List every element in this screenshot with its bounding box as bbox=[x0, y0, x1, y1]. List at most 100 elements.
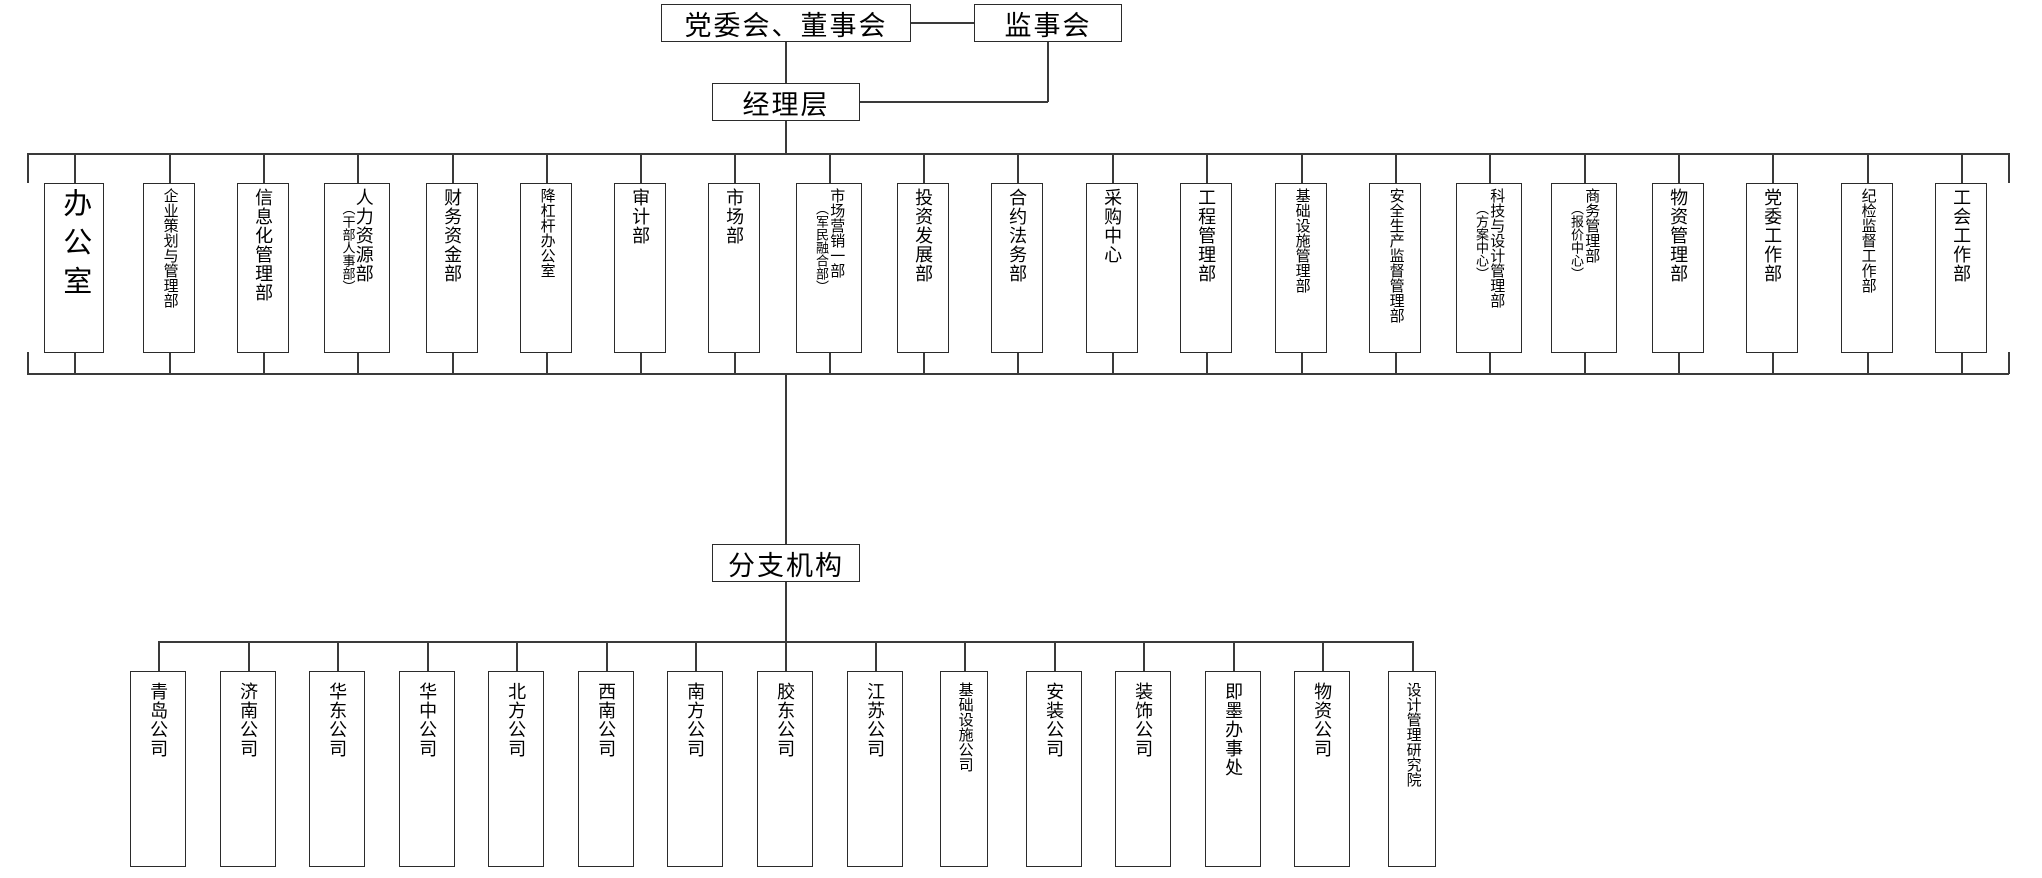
node-department[interactable]: 基础设施管理部 bbox=[1275, 183, 1327, 353]
node-department[interactable]: 工程管理部 bbox=[1180, 183, 1232, 353]
node-department[interactable]: 审计部 bbox=[614, 183, 666, 353]
node-department[interactable]: 党委工作部 bbox=[1746, 183, 1798, 353]
connector-department-stem bbox=[1584, 153, 1586, 183]
connector-branch-stem bbox=[427, 641, 429, 671]
node-branch-label: 基础设施公司 bbox=[956, 682, 973, 772]
connector-department-stem bbox=[1867, 153, 1869, 183]
node-branch[interactable]: 即墨办事处 bbox=[1205, 671, 1261, 867]
connector-department-stem-bottom bbox=[1395, 353, 1397, 373]
connector-department-stem bbox=[1678, 153, 1680, 183]
node-department[interactable]: 企业策划与管理部 bbox=[143, 183, 195, 353]
node-department[interactable]: 市场营销一部（军民融合部） bbox=[796, 183, 862, 353]
node-branch[interactable]: 华中公司 bbox=[399, 671, 455, 867]
node-branch-label: 华中公司 bbox=[417, 682, 438, 758]
node-branch[interactable]: 南方公司 bbox=[667, 671, 723, 867]
node-branch-label: 设计管理研究院 bbox=[1404, 682, 1421, 787]
node-department[interactable]: 人力资源部（干部人事部） bbox=[324, 183, 390, 353]
connector-department-stem-bottom bbox=[1112, 353, 1114, 373]
node-branch[interactable]: 华东公司 bbox=[309, 671, 365, 867]
connector-department-stem bbox=[1112, 153, 1114, 183]
node-department[interactable]: 合约法务部 bbox=[991, 183, 1043, 353]
node-department[interactable]: 采购中心 bbox=[1086, 183, 1138, 353]
connector-department-stem bbox=[1772, 153, 1774, 183]
node-branch-label: 即墨办事处 bbox=[1223, 682, 1244, 777]
connector-department-stem-bottom bbox=[169, 353, 171, 373]
node-department-label: 企业策划与管理部 bbox=[161, 188, 178, 308]
connector-department-stem bbox=[1489, 153, 1491, 183]
connector-department-stem bbox=[263, 153, 265, 183]
node-department-label: 信息化管理部 bbox=[253, 188, 274, 302]
node-department[interactable]: 纪检监督工作部 bbox=[1841, 183, 1893, 353]
node-department[interactable]: 科技与设计管理部（方案中心） bbox=[1456, 183, 1522, 353]
node-department-label: 合约法务部 bbox=[1007, 188, 1028, 283]
node-branch[interactable]: 胶东公司 bbox=[757, 671, 813, 867]
node-department[interactable]: 工会工作部 bbox=[1935, 183, 1987, 353]
node-department-label: 采购中心 bbox=[1102, 188, 1123, 264]
node-department-label: 办公室 bbox=[58, 188, 91, 305]
connector-department-stem-bottom bbox=[1961, 353, 1963, 373]
node-branch-label: 北方公司 bbox=[506, 682, 527, 758]
node-branch-label: 物资公司 bbox=[1312, 682, 1333, 758]
node-branch[interactable]: 安装公司 bbox=[1026, 671, 1082, 867]
node-branch[interactable]: 设计管理研究院 bbox=[1388, 671, 1436, 867]
rail-departments-bottom-left-cap bbox=[27, 352, 29, 374]
connector-management-supervisory-v bbox=[1047, 42, 1049, 102]
node-department-label: 科技与设计管理部 bbox=[1488, 188, 1505, 308]
connector-department-stem bbox=[546, 153, 548, 183]
node-department[interactable]: 降杠杆办公室 bbox=[520, 183, 572, 353]
node-management[interactable]: 经理层 bbox=[712, 83, 860, 121]
node-branch[interactable]: 装饰公司 bbox=[1115, 671, 1171, 867]
connector-branch-stem bbox=[695, 641, 697, 671]
node-department-note: （方案中心） bbox=[1473, 202, 1489, 280]
node-department[interactable]: 市场部 bbox=[708, 183, 760, 353]
node-branch-root[interactable]: 分支机构 bbox=[712, 544, 860, 582]
node-department-label: 商务管理部 bbox=[1583, 188, 1600, 263]
node-branch[interactable]: 青岛公司 bbox=[130, 671, 186, 867]
node-department[interactable]: 信息化管理部 bbox=[237, 183, 289, 353]
connector-branch-stem bbox=[606, 641, 608, 671]
connector-branch-stem bbox=[1412, 641, 1414, 671]
node-branch[interactable]: 西南公司 bbox=[578, 671, 634, 867]
node-department[interactable]: 财务资金部 bbox=[426, 183, 478, 353]
node-department[interactable]: 办公室 bbox=[44, 183, 104, 353]
connector-branch-stem bbox=[1143, 641, 1145, 671]
node-branch-label: 西南公司 bbox=[596, 682, 617, 758]
node-department-label: 安全生产监督管理部 bbox=[1387, 188, 1404, 323]
connector-branchroot-rail bbox=[785, 582, 787, 642]
connector-branch-stem bbox=[1322, 641, 1324, 671]
node-branch-label: 济南公司 bbox=[238, 682, 259, 758]
connector-department-stem-bottom bbox=[546, 353, 548, 373]
node-branch[interactable]: 济南公司 bbox=[220, 671, 276, 867]
connector-management-supervisory-h bbox=[860, 101, 1048, 103]
rail-departments-top-left-cap bbox=[27, 153, 29, 183]
node-branch[interactable]: 北方公司 bbox=[488, 671, 544, 867]
node-department-label: 工程管理部 bbox=[1196, 188, 1217, 283]
connector-department-stem bbox=[640, 153, 642, 183]
connector-department-stem bbox=[357, 153, 359, 183]
connector-department-stem bbox=[1017, 153, 1019, 183]
connector-department-stem bbox=[1961, 153, 1963, 183]
node-branch[interactable]: 江苏公司 bbox=[847, 671, 903, 867]
connector-branch-stem bbox=[964, 641, 966, 671]
connector-department-stem-bottom bbox=[1678, 353, 1680, 373]
node-branch[interactable]: 物资公司 bbox=[1294, 671, 1350, 867]
node-department[interactable]: 安全生产监督管理部 bbox=[1369, 183, 1421, 353]
connector-department-stem-bottom bbox=[263, 353, 265, 373]
node-department-label: 物资管理部 bbox=[1668, 188, 1689, 283]
node-branch[interactable]: 基础设施公司 bbox=[940, 671, 988, 867]
connector-department-stem bbox=[74, 153, 76, 183]
rail-departments-bottom bbox=[27, 373, 2009, 375]
connector-department-stem-bottom bbox=[1867, 353, 1869, 373]
node-department[interactable]: 投资发展部 bbox=[897, 183, 949, 353]
connector-department-stem-bottom bbox=[1017, 353, 1019, 373]
node-department-label: 降杠杆办公室 bbox=[538, 188, 555, 278]
node-supervisory[interactable]: 监事会 bbox=[974, 4, 1122, 42]
connector-department-stem-bottom bbox=[1584, 353, 1586, 373]
connector-department-stem-bottom bbox=[1206, 353, 1208, 373]
node-department[interactable]: 商务管理部（报价中心） bbox=[1551, 183, 1617, 353]
node-department-note: （军民融合部） bbox=[813, 202, 829, 293]
node-board[interactable]: 党委会、董事会 bbox=[661, 4, 911, 42]
node-department[interactable]: 物资管理部 bbox=[1652, 183, 1704, 353]
connector-branch-stem bbox=[248, 641, 250, 671]
